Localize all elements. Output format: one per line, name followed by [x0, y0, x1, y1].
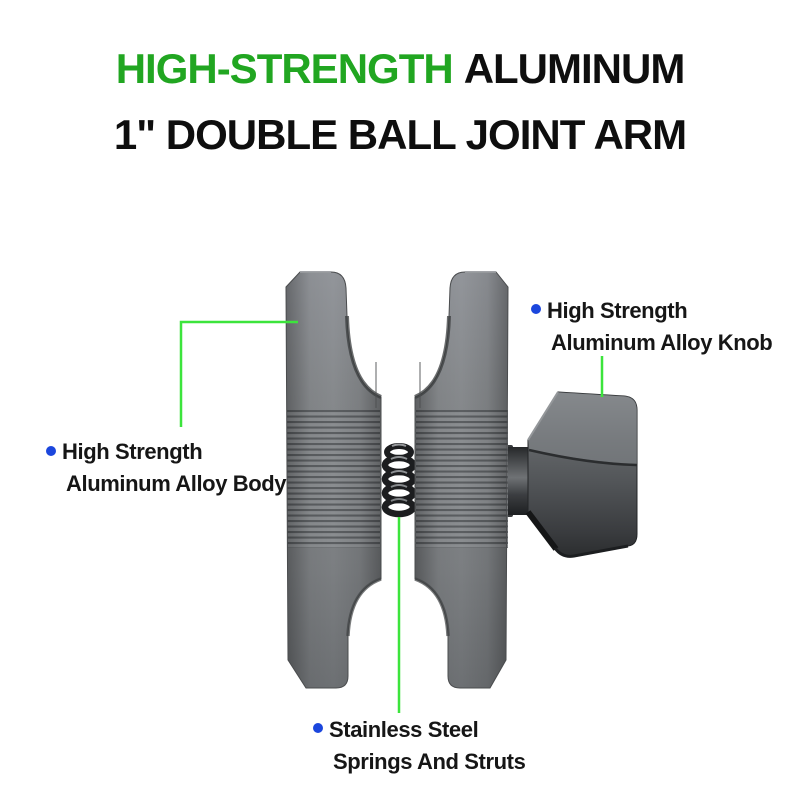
knob-bottom-edge — [553, 544, 629, 558]
callout-spring-line1: Stainless Steel — [329, 717, 479, 742]
left-arm — [285, 271, 382, 689]
callout-knob: High Strength Aluminum Alloy Knob — [531, 295, 773, 359]
bullet-icon — [46, 446, 56, 456]
callout-knob-line1: High Strength — [547, 298, 688, 323]
knob-assembly — [505, 391, 638, 558]
callout-knob-line2: Aluminum Alloy Knob — [551, 330, 773, 355]
knob-ridge — [528, 448, 638, 467]
callout-body-line2: Aluminum Alloy Body — [66, 471, 287, 496]
knob-top-face — [528, 392, 637, 464]
bullet-icon — [313, 723, 323, 733]
callout-body: High Strength Aluminum Alloy Body — [46, 436, 287, 500]
callout-line-body — [179, 320, 298, 427]
spring — [381, 443, 417, 518]
right-arm — [414, 271, 509, 689]
knob-chamfer-highlight — [527, 391, 559, 441]
bullet-icon — [531, 304, 541, 314]
callout-spring: Stainless Steel Springs And Struts — [313, 714, 526, 778]
callout-spring-line2: Springs And Struts — [333, 749, 526, 774]
title-line-2: 1" DOUBLE BALL JOINT ARM — [113, 111, 687, 158]
knob-chamfer-shadow — [525, 510, 559, 551]
title-line1-rest: ALUMINUM — [463, 45, 686, 92]
callout-body-line1: High Strength — [62, 439, 203, 464]
title-highlight: HIGH-STRENGTH — [115, 45, 454, 92]
